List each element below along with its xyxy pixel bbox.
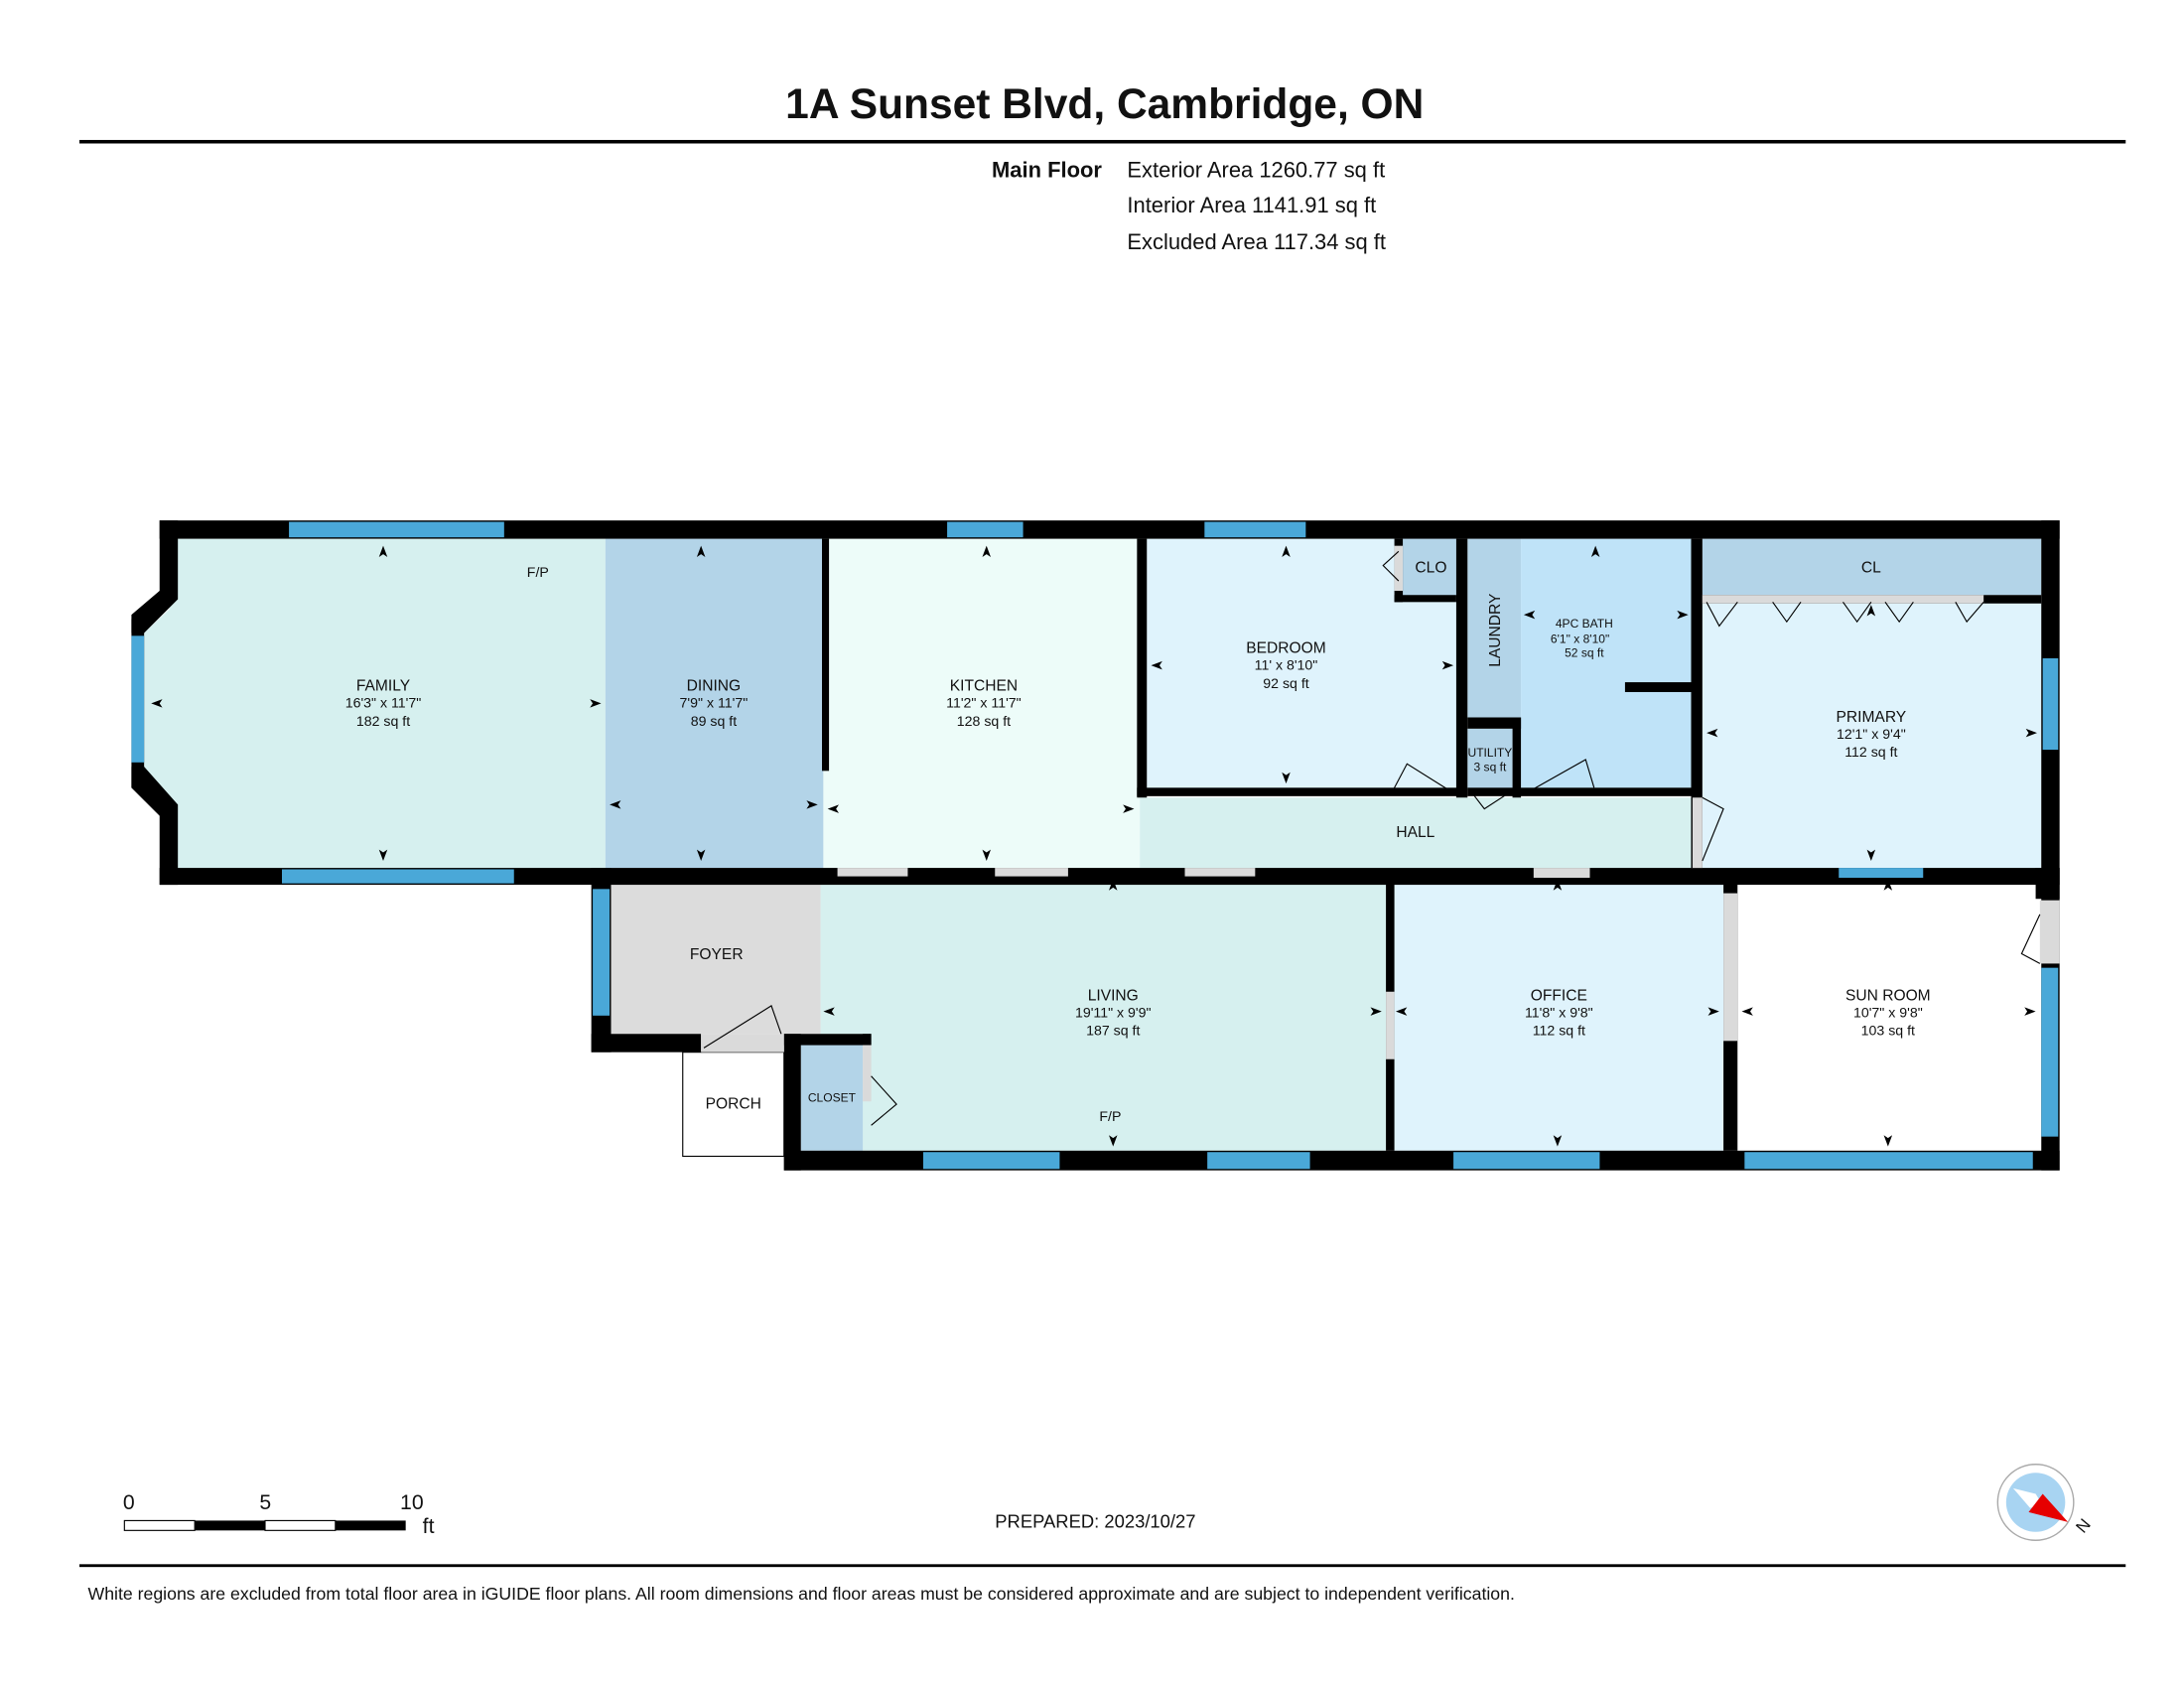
primary-name: PRIMARY [1836, 709, 1906, 726]
room-utility[interactable] [1467, 728, 1513, 791]
utility-name: UTILITY [1468, 746, 1513, 760]
bath-name: 4PC BATH [1556, 617, 1613, 631]
room-kitchen[interactable] [823, 538, 1141, 869]
exterior-area: Exterior Area 1260.77 sq ft [1127, 158, 1385, 183]
room-porch[interactable] [682, 1052, 785, 1158]
compass-icon: N [1996, 1464, 2095, 1541]
room-bath[interactable] [1521, 538, 1693, 791]
window [289, 521, 504, 538]
sunroom-area: 103 sq ft [1861, 1024, 1915, 1040]
window [131, 635, 145, 763]
utility-area: 3 sq ft [1474, 760, 1507, 774]
room-sunroom[interactable] [1737, 876, 2040, 1151]
room-fills [144, 538, 2042, 1158]
window [947, 521, 1024, 538]
room-clo[interactable] [1403, 538, 1456, 599]
primary-area: 112 sq ft [1844, 745, 1897, 761]
window [923, 1152, 1060, 1170]
scale-tick-10: 10 [400, 1490, 424, 1514]
prepared-date: PREPARED: 2023/10/27 [995, 1511, 1195, 1532]
room-dining[interactable] [605, 538, 824, 869]
window [282, 869, 514, 884]
windows [131, 521, 2059, 1170]
hall-name: HALL [1396, 824, 1434, 841]
room-office[interactable] [1393, 876, 1724, 1151]
room-labels: FAMILY 16'3" x 11'7" 182 sq ft F/P DININ… [345, 560, 1931, 1125]
sunroom-name: SUN ROOM [1845, 987, 1931, 1004]
doors [701, 545, 2060, 1126]
kitchen-dims: 11'2" x 11'7" [946, 696, 1022, 712]
compass-north-label: N [2072, 1515, 2094, 1537]
footer-rule [79, 1564, 2126, 1568]
scale-bar: 0 5 10 ft [123, 1490, 435, 1538]
foyer-name: FOYER [690, 946, 744, 963]
window [1207, 1152, 1310, 1170]
excluded-area: Excluded Area 117.34 sq ft [1127, 229, 1386, 254]
disclaimer: White regions are excluded from total fl… [87, 1584, 1514, 1604]
bedroom-dims: 11' x 8'10" [1255, 657, 1318, 673]
room-living[interactable] [820, 876, 1387, 1151]
primary-dims: 12'1" x 9'4" [1837, 727, 1906, 743]
living-dims: 19'11" x 9'9" [1075, 1005, 1152, 1021]
office-area: 112 sq ft [1533, 1024, 1585, 1040]
kitchen-name: KITCHEN [950, 678, 1018, 695]
laundry-name: LAUNDRY [1487, 593, 1504, 667]
family-area: 182 sq ft [356, 714, 410, 730]
window [2042, 658, 2059, 751]
dining-dims: 7'9" x 11'7" [680, 696, 749, 712]
family-name: FAMILY [356, 678, 411, 695]
dining-area: 89 sq ft [691, 714, 737, 730]
family-dims: 16'3" x 11'7" [345, 696, 422, 712]
scale-unit: ft [423, 1514, 435, 1538]
living-name: LIVING [1088, 987, 1139, 1004]
window [1453, 1152, 1600, 1170]
scale-tick-5: 5 [259, 1490, 271, 1514]
bath-dims: 6'1" x 8'10" [1551, 632, 1609, 645]
porch-name: PORCH [706, 1095, 761, 1112]
sunroom-dims: 10'7" x 9'8" [1853, 1005, 1923, 1021]
room-closet[interactable] [800, 1044, 864, 1151]
window [1744, 1152, 2033, 1170]
room-hall[interactable] [1140, 797, 1696, 869]
living-area: 187 sq ft [1086, 1024, 1140, 1040]
bedroom-name: BEDROOM [1246, 639, 1326, 656]
closet-name: CLOSET [808, 1090, 857, 1104]
window [1839, 868, 1924, 878]
room-primary[interactable] [1702, 602, 2042, 869]
office-dims: 11'8" x 9'8" [1525, 1005, 1593, 1021]
window [1204, 521, 1306, 538]
office-name: OFFICE [1531, 987, 1587, 1004]
dining-name: DINING [687, 678, 742, 695]
clo-name: CLO [1415, 560, 1446, 577]
header-rule [79, 139, 2126, 144]
living-fireplace: F/P [1099, 1109, 1121, 1125]
bedroom-area: 92 sq ft [1263, 676, 1308, 692]
room-family[interactable] [144, 538, 606, 869]
kitchen-area: 128 sq ft [957, 714, 1011, 730]
window [593, 889, 611, 1016]
window [2041, 967, 2059, 1137]
room-cl[interactable] [1702, 538, 2042, 596]
room-laundry[interactable] [1467, 538, 1522, 718]
interior-area: Interior Area 1141.91 sq ft [1127, 193, 1376, 217]
scale-tick-0: 0 [123, 1490, 135, 1514]
bath-area: 52 sq ft [1565, 646, 1604, 660]
floor-name: Main Floor [992, 158, 1102, 183]
room-foyer[interactable] [610, 876, 821, 1035]
cl-name: CL [1861, 560, 1881, 577]
family-fireplace: F/P [527, 565, 549, 581]
page-title: 1A Sunset Blvd, Cambridge, ON [785, 81, 1424, 128]
